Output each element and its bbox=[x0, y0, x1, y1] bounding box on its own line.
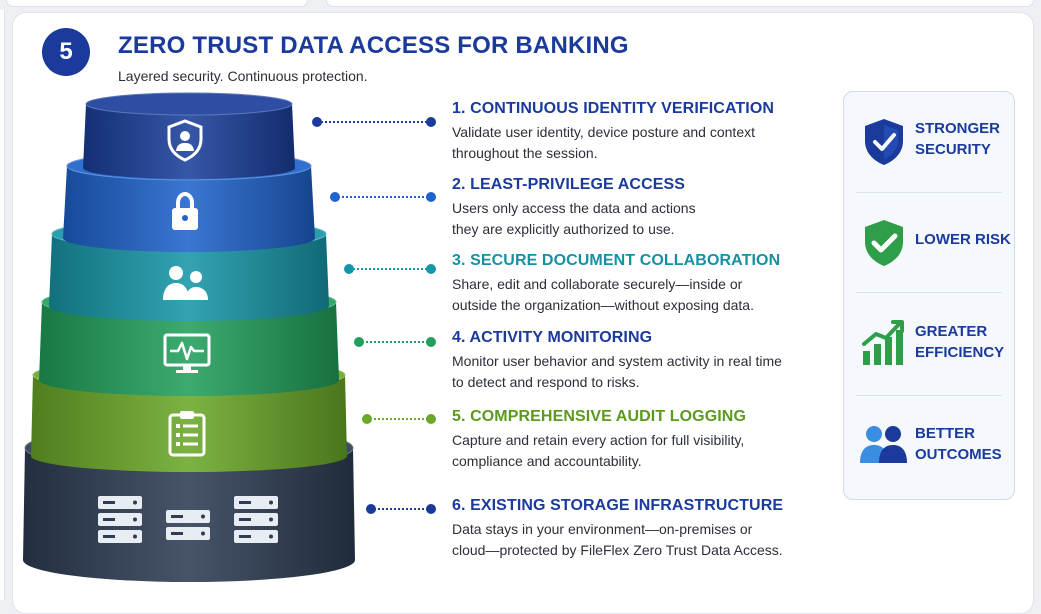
layer-5-desc-line-1: Capture and retain every action for full… bbox=[452, 432, 745, 448]
layer-6-desc-line-2: cloud—protected by FileFlex Zero Trust D… bbox=[452, 542, 783, 558]
layer-4-desc-line-1: Monitor user behavior and system activit… bbox=[452, 353, 782, 369]
page-title: ZERO TRUST DATA ACCESS FOR BANKING bbox=[118, 32, 629, 59]
growth-chart-icon bbox=[862, 320, 904, 365]
benefits-panel: STRONGER SECURITY LOWER RISK GREATER EFF… bbox=[843, 91, 1015, 500]
step-badge: 5 bbox=[42, 28, 90, 76]
benefit-3-line-2: EFFICIENCY bbox=[915, 344, 1005, 361]
benefit-divider bbox=[856, 395, 1002, 396]
layer-pyramid bbox=[23, 92, 355, 582]
layer-6-block: 6. EXISTING STORAGE INFRASTRUCTURE Data … bbox=[452, 497, 842, 561]
benefit-stronger-security: STRONGER SECURITY bbox=[844, 92, 1014, 194]
monitor-pulse-icon bbox=[163, 333, 211, 373]
shield-user-icon bbox=[167, 119, 203, 162]
connector-2 bbox=[330, 192, 436, 202]
connector-1 bbox=[312, 117, 436, 127]
layer-6-desc-line-1: Data stays in your environment—on-premis… bbox=[452, 521, 753, 537]
layer-1-block: 1. CONTINUOUS IDENTITY VERIFICATION Vali… bbox=[452, 100, 842, 164]
check-shield-icon bbox=[865, 220, 903, 266]
layer-2-block: 2. LEAST-PRIVILEGE ACCESS Users only acc… bbox=[452, 176, 842, 240]
padlock-icon bbox=[172, 191, 198, 230]
connector-4 bbox=[354, 337, 436, 347]
connector-3 bbox=[344, 264, 436, 274]
layer-2-title: 2. LEAST-PRIVILEGE ACCESS bbox=[452, 176, 686, 193]
server-icon bbox=[166, 510, 210, 540]
layer-1-desc-line-1: Validate user identity, device posture a… bbox=[452, 124, 755, 140]
left-card-edge bbox=[0, 10, 5, 600]
layer-4-block: 4. ACTIVITY MONITORING Monitor user beha… bbox=[452, 329, 842, 393]
clipboard-list-icon bbox=[168, 411, 206, 457]
benefit-divider bbox=[856, 192, 1002, 193]
benefit-lower-risk: LOWER RISK bbox=[844, 193, 1014, 295]
benefit-greater-efficiency: GREATER EFFICIENCY bbox=[844, 293, 1014, 395]
connector-5 bbox=[362, 414, 436, 424]
layer-5-block: 5. COMPREHENSIVE AUDIT LOGGING Capture a… bbox=[452, 408, 842, 472]
benefit-divider bbox=[856, 292, 1002, 293]
layer-6-title: 6. EXISTING STORAGE INFRASTRUCTURE bbox=[452, 497, 784, 514]
pyramid-layer-1 bbox=[83, 92, 295, 179]
layer-1-desc-line-2: throughout the session. bbox=[452, 145, 598, 161]
layer-3-title: 3. SECURE DOCUMENT COLLABORATION bbox=[452, 252, 781, 269]
layer-3-desc-line-2: outside the organization—without exposin… bbox=[452, 297, 754, 313]
server-icon bbox=[98, 496, 142, 543]
layer-5-title: 5. COMPREHENSIVE AUDIT LOGGING bbox=[452, 408, 746, 425]
layer-2-desc-line-1: Users only access the data and actions bbox=[452, 200, 696, 216]
shield-check-icon bbox=[865, 119, 903, 165]
layer-3-desc-line-1: Share, edit and collaborate securely—ins… bbox=[452, 276, 743, 292]
benefit-4-line-2: OUTCOMES bbox=[915, 446, 1002, 463]
benefit-4-line-1: BETTER bbox=[915, 425, 975, 442]
page-subtitle: Layered security. Continuous protection. bbox=[118, 68, 368, 84]
people-icon bbox=[860, 426, 907, 463]
layer-2-desc-line-2: they are explicitly authorized to use. bbox=[452, 221, 675, 237]
users-icon bbox=[163, 266, 208, 300]
benefit-1-line-2: SECURITY bbox=[915, 141, 991, 158]
benefit-1-line-1: STRONGER bbox=[915, 120, 1001, 137]
layer-1-title: 1. CONTINUOUS IDENTITY VERIFICATION bbox=[452, 100, 775, 117]
layer-4-title: 4. ACTIVITY MONITORING bbox=[452, 329, 653, 346]
server-icon bbox=[234, 496, 278, 543]
benefit-2-line-1: LOWER RISK bbox=[915, 231, 1011, 248]
connector-6 bbox=[366, 504, 436, 514]
layer-4-desc-line-2: to detect and respond to risks. bbox=[452, 374, 640, 390]
layer-5-desc-line-2: compliance and accountability. bbox=[452, 453, 642, 469]
layer-3-block: 3. SECURE DOCUMENT COLLABORATION Share, … bbox=[452, 252, 842, 316]
benefit-better-outcomes: BETTER OUTCOMES bbox=[844, 395, 1014, 497]
benefit-3-line-1: GREATER bbox=[915, 323, 988, 340]
